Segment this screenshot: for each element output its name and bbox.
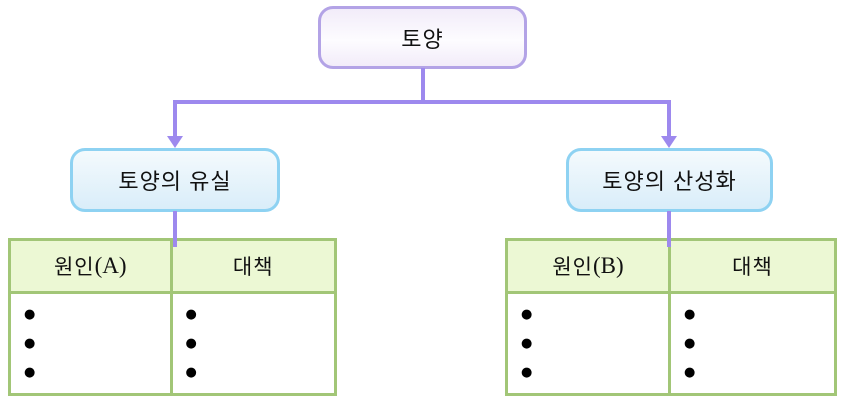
header-cause-label: 원인: [552, 256, 593, 279]
bullet-icon: ●: [684, 365, 696, 380]
bullet-icon: ●: [24, 307, 36, 322]
header-measure-label: 대책: [232, 256, 274, 279]
root-node-label: 토양: [401, 26, 444, 52]
arrow-down-icon: [661, 136, 677, 148]
bullet-icon: ●: [185, 336, 197, 351]
bullet-icon: ●: [684, 307, 696, 322]
bullet-icon: ●: [521, 307, 533, 322]
arrow-down-icon: [167, 136, 183, 148]
child-node-label: 토양의 산성화: [602, 169, 737, 194]
bullet-icon: ●: [521, 365, 533, 380]
body-cell-cause-a: ● ● ●: [11, 294, 173, 393]
header-cell-measure: 대책: [172, 241, 334, 294]
bullet-icon: ●: [24, 336, 36, 351]
connector-right-drop: [667, 100, 671, 137]
header-cause-label: 원인: [53, 256, 95, 279]
connector-left-table-stem: [173, 211, 177, 247]
header-cell-cause-a: 원인(A): [11, 241, 173, 294]
connector-horizontal-line: [173, 100, 671, 104]
header-cell-cause-b: 원인(B): [508, 241, 671, 294]
bullet-icon: ●: [185, 307, 197, 322]
bullet-icon: ●: [185, 365, 197, 380]
body-cell-measure: ● ● ●: [671, 294, 834, 393]
body-cell-measure: ● ● ●: [172, 294, 334, 393]
table-soil-acidification: 원인(B) 대책 ● ● ● ● ● ●: [505, 238, 837, 396]
connector-left-drop: [173, 100, 177, 137]
root-node-soil: 토양: [318, 6, 527, 69]
connector-root-stem: [421, 68, 425, 103]
body-cell-cause-b: ● ● ●: [508, 294, 671, 393]
bullet-icon: ●: [24, 365, 36, 380]
child-node-soil-acidification: 토양의 산성화: [566, 148, 773, 212]
child-node-label: 토양의 유실: [118, 169, 232, 194]
header-cause-paren: (B): [592, 253, 624, 278]
child-node-soil-erosion: 토양의 유실: [70, 148, 280, 212]
connector-right-table-stem: [667, 211, 671, 247]
bullet-icon: ●: [684, 336, 696, 351]
header-cause-paren: (A): [94, 253, 127, 278]
table-soil-erosion: 원인(A) 대책 ● ● ● ● ● ●: [8, 238, 337, 396]
bullet-icon: ●: [521, 336, 533, 351]
header-measure-label: 대책: [732, 256, 773, 279]
header-cell-measure: 대책: [671, 241, 834, 294]
